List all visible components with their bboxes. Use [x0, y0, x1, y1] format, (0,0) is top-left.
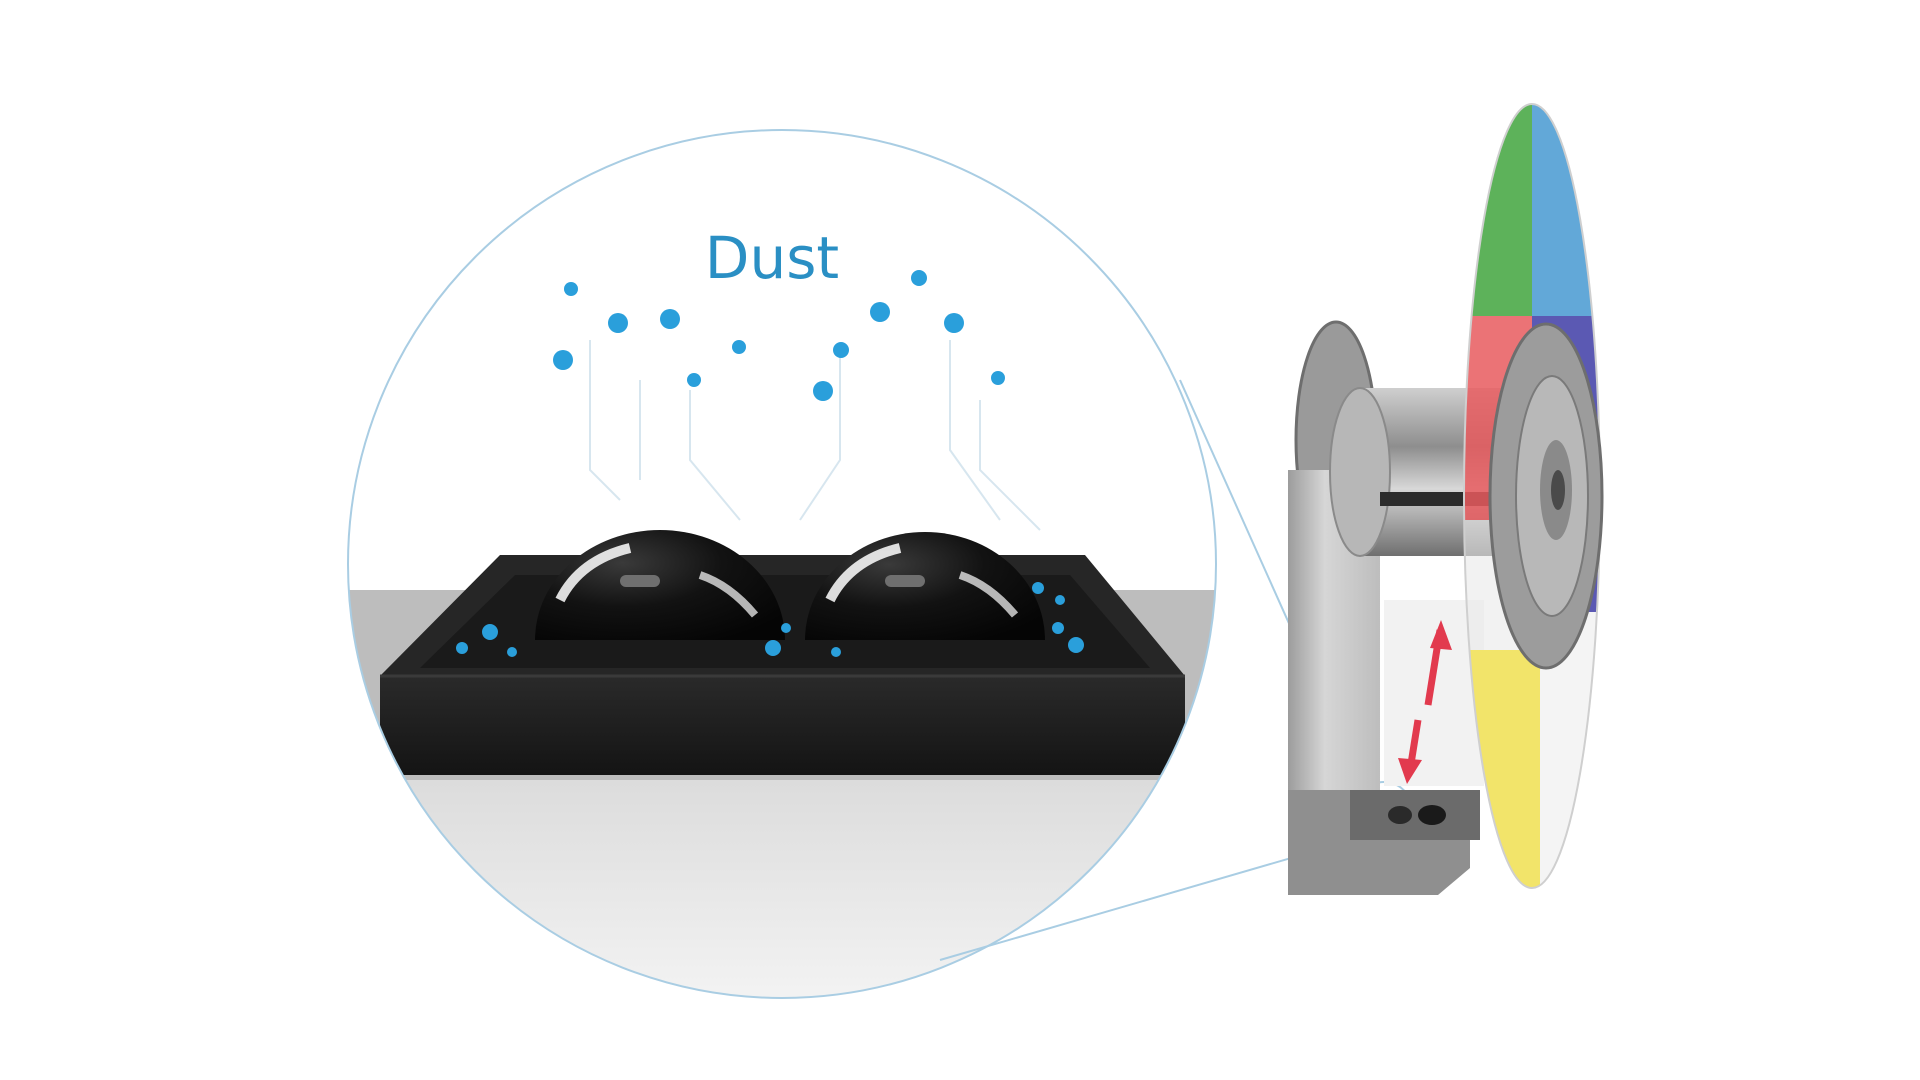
lens-right: [805, 532, 1045, 640]
vibration-arrows: [1398, 620, 1452, 784]
lens-left: [535, 530, 785, 640]
light-lines: [589, 340, 1041, 531]
wheel-hub: [1488, 322, 1604, 670]
magnifier-outline: [347, 129, 1217, 999]
floating-dust: [553, 270, 1005, 401]
dust-label: Dust: [705, 224, 839, 292]
color-wheel-assembly: [1288, 103, 1604, 895]
dust-on-block: [456, 582, 1084, 657]
bracket: [1288, 470, 1380, 895]
sensor-block: [380, 555, 1185, 775]
